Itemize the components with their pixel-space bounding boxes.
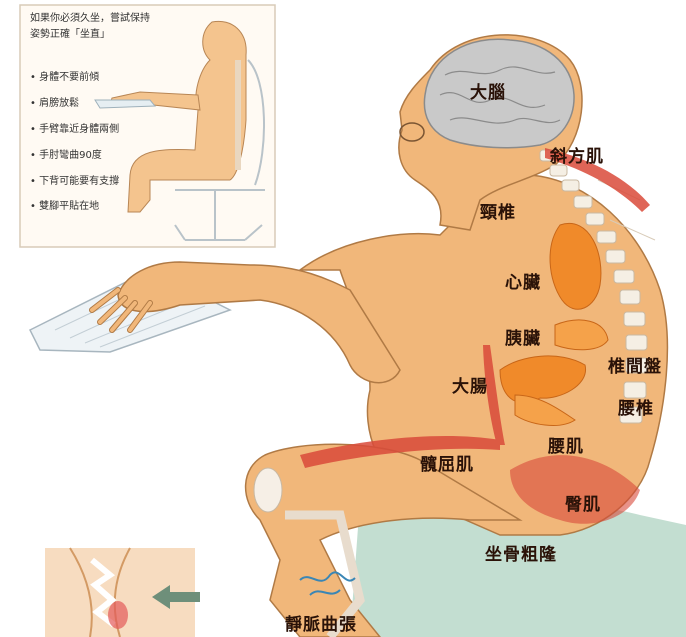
inset-tip-2: • 肩膀放鬆 (30, 98, 80, 109)
inset-seated-figure (94, 20, 247, 213)
organs (499, 222, 609, 426)
label-heart: 心臟 (505, 273, 541, 293)
inset-tip-1: • 身體不要前傾 (30, 72, 100, 83)
inset-tip-6: • 雙腳平貼在地 (30, 201, 100, 212)
label-cervical: 頸椎 (480, 203, 516, 223)
muscles (300, 148, 650, 524)
label-iliopsoas: 髖屈肌 (420, 455, 474, 475)
label-trapezius: 斜方肌 (550, 147, 604, 167)
label-disc: 椎間盤 (608, 357, 662, 377)
label-pancreas: 胰臟 (505, 329, 541, 349)
vein-inset (45, 547, 200, 637)
inset-intro-line2: 姿勢正確「坐直」 (30, 29, 110, 40)
inset-tip-5: • 下背可能要有支撐 (30, 176, 120, 187)
label-back-muscle: 腰肌 (548, 437, 584, 457)
label-lumbar: 腰椎 (618, 399, 654, 419)
label-colon: 大腸 (452, 377, 488, 397)
label-gluteus: 臀肌 (565, 495, 601, 515)
inset-tip-4: • 手肘彎曲90度 (30, 150, 102, 161)
varicose-veins (299, 571, 356, 596)
inset-intro-line1: 如果你必須久坐，嘗試保持 (30, 13, 150, 24)
label-ischial: 坐骨粗隆 (485, 545, 557, 565)
chair (350, 495, 686, 637)
label-varicose: 靜脈曲張 (285, 615, 357, 635)
inset-chair (174, 59, 265, 241)
inset-tip-3: • 手臂靠近身體兩側 (30, 124, 120, 135)
label-brain: 大腦 (470, 83, 506, 103)
